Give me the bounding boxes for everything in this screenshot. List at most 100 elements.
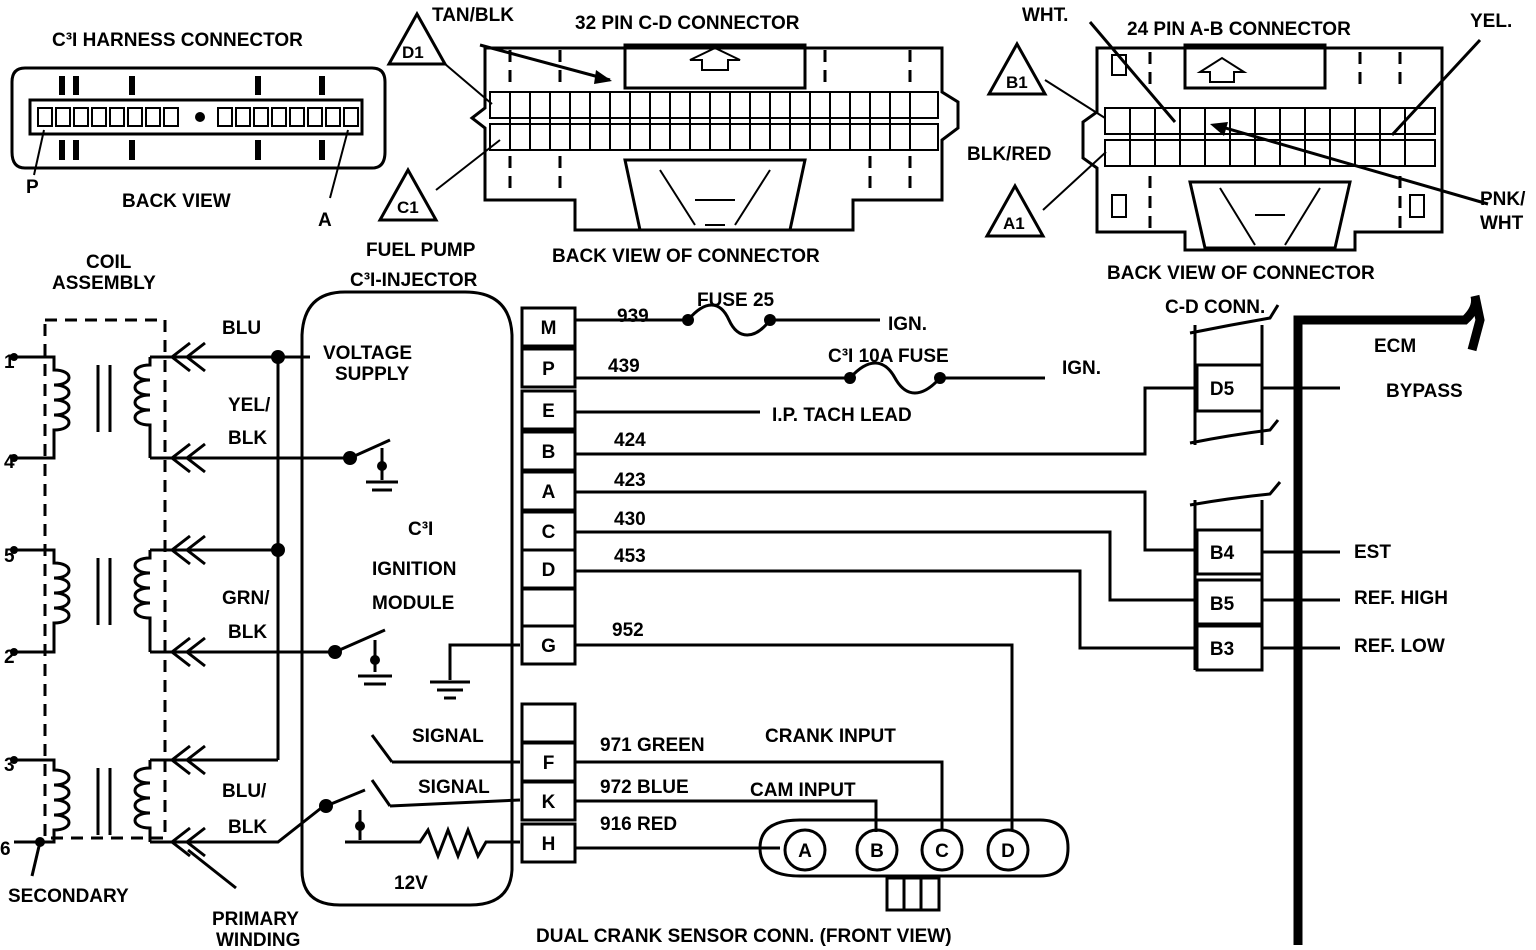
cd-pin-c1: C1 <box>397 198 419 217</box>
ab-wht2-label: WHT <box>1480 213 1524 234</box>
coil-terminal-5: 5 <box>4 546 15 567</box>
module-name-2: IGNITION <box>372 559 456 580</box>
ecm-cd-conn-label: C-D CONN. <box>1165 297 1265 318</box>
cd-title: 32 PIN C-D CONNECTOR <box>575 13 800 34</box>
circuit-453: 453 <box>614 546 646 567</box>
coil-pack-2 <box>14 548 152 654</box>
ecm-title: ECM <box>1374 336 1416 357</box>
cd-tan-blk-label: TAN/BLK <box>432 5 514 26</box>
wire-yel-blk-2: BLK <box>228 428 267 449</box>
cd-32-pin-connector: 32 PIN C-D CONNECTOR TAN/BLK <box>377 5 1051 267</box>
dual-crank-sensor-connector: CRANK INPUT CAM INPUT A B C D DUAL CRANK… <box>536 726 1070 947</box>
module-voltage-2: SUPPLY <box>335 364 410 385</box>
coil-title-2: ASSEMBLY <box>52 273 156 294</box>
wire-grn-blk-1: GRN/ <box>222 588 270 609</box>
c3i-fuse-label: C³I 10A FUSE <box>828 346 949 367</box>
module-pin-label: B <box>542 442 556 463</box>
wire-yel-blk-1: YEL/ <box>228 395 271 416</box>
module-pin-label: P <box>542 359 555 380</box>
coil-terminal-3: 3 <box>4 755 15 776</box>
fuse25-label: FUSE 25 <box>697 290 775 311</box>
circuit-424: 424 <box>614 430 646 451</box>
module-pin-label: C <box>542 522 556 543</box>
coil-primary-label-2: WINDING <box>216 930 300 950</box>
ab-pnk-label: PNK/ <box>1480 189 1526 210</box>
ecm-bypass: BYPASS <box>1386 381 1463 402</box>
module-pin-label: M <box>541 318 557 339</box>
circuit-423: 423 <box>614 470 646 491</box>
module-pin-box <box>520 587 577 629</box>
circuit-439: 439 <box>608 356 640 377</box>
ecm-pin-b5: B5 <box>1210 594 1235 615</box>
wire-blu-blk-2: BLK <box>228 817 267 838</box>
module-pin-box <box>520 822 577 864</box>
ecm-pin-d5: D5 <box>1210 379 1235 400</box>
tach-lead-label: I.P. TACH LEAD <box>772 405 912 426</box>
module-header-2: C³I-INJECTOR <box>350 270 478 291</box>
module-pin-label: H <box>542 834 556 855</box>
module-pin-label: K <box>542 792 556 813</box>
coil-assembly: COIL ASSEMBLY 1 4 5 2 3 6 SECONDAR <box>0 252 167 907</box>
sensor-pin-b: B <box>870 841 884 862</box>
ab-wht-label: WHT. <box>1022 5 1068 26</box>
c3i-10a-fuse <box>844 361 946 395</box>
module-pin-box <box>520 306 577 348</box>
coil-title-1: COIL <box>86 252 132 273</box>
module-name-1: C³I <box>408 519 433 540</box>
ab-pin-a1: A1 <box>1003 214 1025 233</box>
ab-title: 24 PIN A-B CONNECTOR <box>1127 19 1351 40</box>
module-signal-2: SIGNAL <box>418 777 490 798</box>
circuit-916: 916 RED <box>600 814 677 835</box>
module-pin-box <box>520 389 577 431</box>
module-pin-label: G <box>541 636 556 657</box>
fuse-25 <box>682 303 776 337</box>
circuit-430: 430 <box>614 509 646 530</box>
ab-back-view: BACK VIEW OF CONNECTOR <box>1107 263 1375 284</box>
harness-pin-a: A <box>318 210 332 231</box>
cd-pin-d1: D1 <box>402 43 424 62</box>
ab-24-pin-connector: 24 PIN A-B CONNECTOR WHT. YEL. B1 A1 <box>984 5 1526 284</box>
coil-terminal-2: 2 <box>4 647 15 668</box>
coil-terminal-6: 6 <box>0 839 11 860</box>
ecm-section: C-D CONN. D5 B4 B5 B3 ECM BYPASS EST REF… <box>1165 294 1485 945</box>
coil-terminal-1: 1 <box>4 352 15 373</box>
module-pin-label: A <box>542 482 556 503</box>
cd-back-view: BACK VIEW OF CONNECTOR <box>552 246 820 267</box>
module-pin-box <box>520 702 577 744</box>
ecm-ref-high: REF. HIGH <box>1354 588 1448 609</box>
module-pin-box <box>520 624 577 666</box>
coil-secondary-label: SECONDARY <box>8 886 129 907</box>
ign-label-1: IGN. <box>888 314 927 335</box>
circuit-939: 939 <box>617 306 649 327</box>
module-voltage-1: VOLTAGE <box>323 343 412 364</box>
module-name-3: MODULE <box>372 593 454 614</box>
cam-input-label: CAM INPUT <box>750 780 856 801</box>
ab-pin-b1: B1 <box>1006 73 1028 92</box>
c3i-harness-connector: C³I HARNESS CONNECTOR P BACK VIEW A <box>10 30 387 231</box>
circuit-952: 952 <box>612 620 644 641</box>
module-pin-label: E <box>542 401 555 422</box>
coil-pack-1 <box>14 355 152 460</box>
wire-blu: BLU <box>222 318 261 339</box>
wire-grn-blk-2: BLK <box>228 622 267 643</box>
crank-input-label: CRANK INPUT <box>765 726 896 747</box>
ecm-ref-low: REF. LOW <box>1354 636 1445 657</box>
module-pin-label: D <box>542 560 556 581</box>
circuit-972: 972 BLUE <box>600 777 689 798</box>
ecm-pin-b4: B4 <box>1210 543 1235 564</box>
wire-blu-blk-1: BLU/ <box>222 781 267 802</box>
cd-blk-red-label: BLK/RED <box>967 144 1051 165</box>
c3i-ignition-module: FUEL PUMP C³I-INJECTOR VOLTAGE SUPPLY C³… <box>300 240 521 907</box>
ecm-pin-b3: B3 <box>1210 639 1234 660</box>
module-header-1: FUEL PUMP <box>366 240 476 261</box>
harness-pin-p: P <box>26 177 39 198</box>
coil-primary-label-1: PRIMARY <box>212 909 299 930</box>
coil-wires <box>150 355 345 844</box>
sensor-pin-c: C <box>935 841 949 862</box>
ecm-est: EST <box>1354 542 1391 563</box>
circuit-971: 971 GREEN <box>600 735 705 756</box>
sensor-pin-a: A <box>798 841 812 862</box>
coil-pack-3 <box>14 758 152 844</box>
